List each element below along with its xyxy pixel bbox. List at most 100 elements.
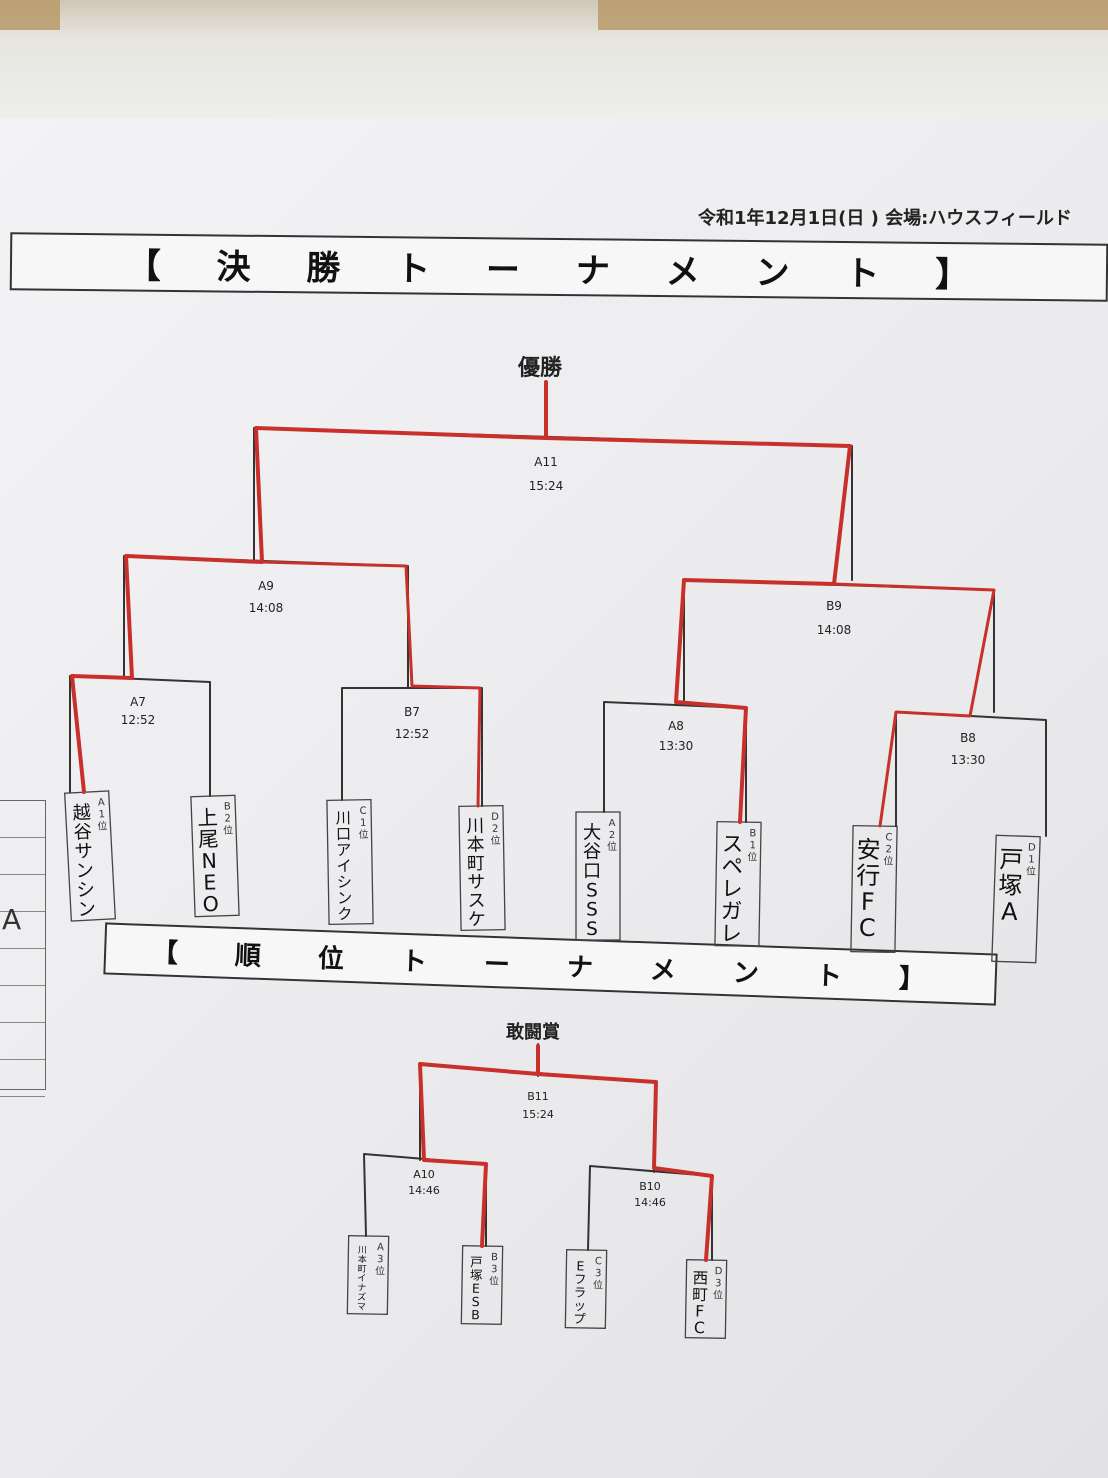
tape-left [0,0,60,30]
team-seed-char: 2 [885,844,892,855]
winner-path-left [70,380,548,794]
match-a8-connector [603,701,747,823]
side-table-fragment: A [0,800,46,1097]
team-seed-char: 位 [97,819,108,833]
team-seed-char: 位 [883,854,893,867]
team-name-char: E [576,1258,584,1273]
team-name-char: プ [573,1311,586,1326]
team-name-char: 本 [358,1253,367,1265]
team-seed-char: 位 [358,828,368,841]
team-seed-char: 位 [593,1278,603,1291]
match-id-b11: B11 [527,1090,549,1103]
winner-path-b8 [832,582,996,828]
team-name-char: イ [357,1274,366,1284]
team-name-char: S [472,1294,480,1309]
team-name-char: フ [574,1272,587,1287]
team-name-char: N [201,849,217,874]
team-name-char: O [202,892,219,917]
team-seed-char: 位 [375,1264,385,1277]
team-name-char: C [694,1318,705,1337]
team-name-char: 川 [358,1246,367,1256]
team-name-char: 谷 [73,822,92,844]
team-seed-char: A [609,818,616,829]
team-seed-char: C [595,1256,602,1267]
team-seed-char: 1 [1028,854,1035,865]
team-name-char: サ [467,873,485,893]
match-b10-connector [587,1165,713,1261]
team-seed-char: 1 [360,818,367,829]
tape-right [598,0,1108,30]
team-name-char: 谷 [583,842,601,863]
team-name-char: 本 [467,834,485,855]
match-time-a7: 12:52 [121,713,156,727]
champion-label: 優勝 [518,356,563,381]
team-seed-char: 1 [98,809,105,820]
team-name-char: シ [76,880,95,902]
team-name-char: マ [357,1302,366,1312]
team-name-char: 町 [467,854,485,874]
match-a11-connector [253,427,853,581]
team-name-char: サ [74,841,93,863]
team-name-char: 塚 [470,1268,483,1283]
team-name-char: ス [468,891,486,911]
team-seed-char: D [491,812,499,823]
team-name-char: E [203,870,217,894]
team-box [991,834,1041,964]
team-seed-char: B [224,801,231,812]
team-name-char: ク [337,905,352,923]
team-box [850,824,898,954]
team-seed-char: 3 [595,1268,602,1279]
match-id-b9: B9 [826,599,842,613]
match-id-b7: B7 [404,705,420,719]
match-a7-connector [69,675,211,797]
team-box [326,798,374,926]
team-name-char: 川 [335,809,350,827]
team-name-char: S [586,919,598,940]
team-seed-char: B [749,828,756,839]
team-seed-char: 位 [490,834,500,847]
match-time-b10: 14:46 [634,1196,666,1209]
match-time-a11: 15:24 [529,479,564,493]
team-seed-char: 1 [749,840,756,851]
team-name-char: 大 [583,822,601,843]
team-name-char: B [471,1307,480,1322]
team-name-char: 行 [856,862,880,890]
team-name-char: ン [337,889,352,907]
match-time-a10: 14:46 [408,1184,440,1197]
team-seed-char: A [98,797,106,808]
rank-winner-path-right [536,1072,714,1262]
team-name-char: ア [336,841,351,859]
team-seed-char: 2 [609,830,615,841]
team-seed-char: 3 [491,1264,498,1275]
match-id-b8: B8 [960,731,976,745]
team-name-char: ン [77,899,96,921]
bracket-paper [0,118,1108,1478]
team-seed-char: 3 [377,1254,384,1265]
winner-path-b7 [260,560,482,808]
rank-winner-path-left [418,1044,540,1248]
team-seed-char: C [885,832,892,843]
team-name-char: 町 [692,1285,708,1304]
team-name-char: S [586,900,598,921]
team-box [575,811,621,941]
team-seed-char: 3 [715,1278,722,1289]
team-name-char: ズ [357,1291,366,1303]
team-name-char: ン [75,860,94,882]
team-seed-char: 位 [489,1274,499,1287]
team-name-char: 上 [197,805,218,830]
team-name-char: 西 [692,1268,708,1287]
team-name-char: ッ [573,1298,586,1313]
match-time-a9: 14:08 [249,601,284,615]
team-box [190,794,240,918]
match-id-a7: A7 [130,695,146,709]
